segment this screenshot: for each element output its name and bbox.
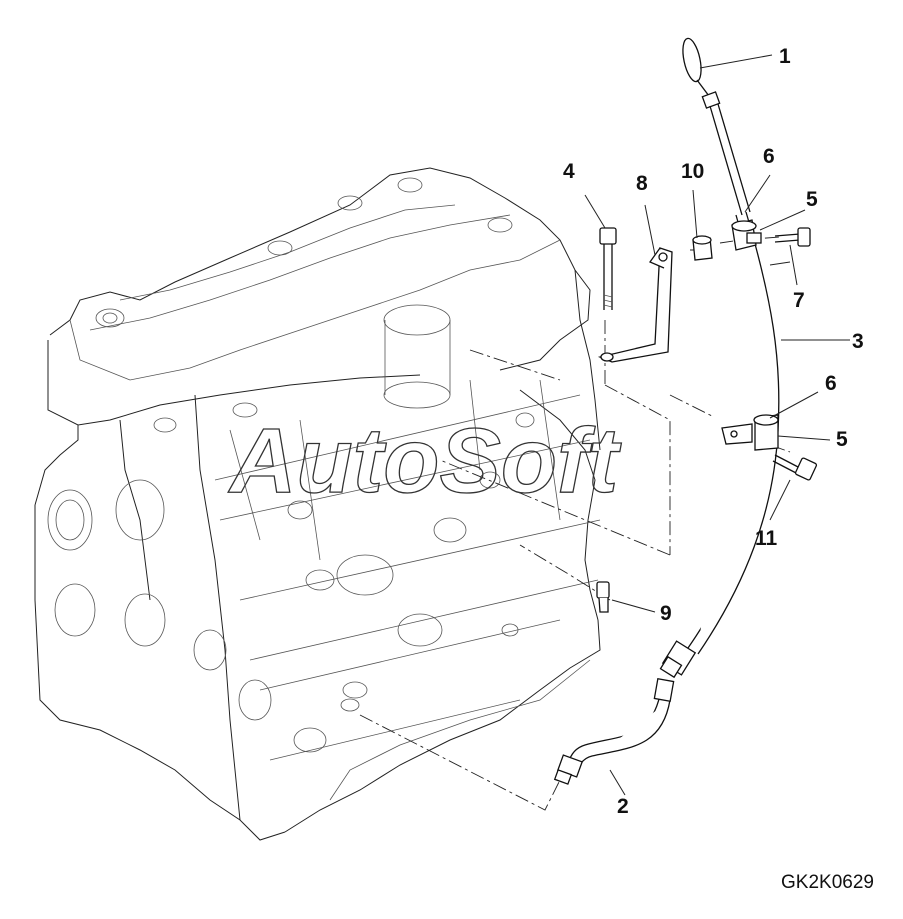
callout-10: 10 [681,160,704,183]
callout-labels: 1 6 10 8 4 5 7 3 6 5 11 9 2 [563,45,864,818]
callout-5-upper: 5 [806,188,818,211]
bolt-7 [774,227,811,247]
callout-1: 1 [779,45,791,68]
engine-block [34,167,601,841]
dipstick [682,37,751,216]
lower-tube-2 [553,678,675,785]
tube-clip-upper [731,219,762,251]
callout-2: 2 [617,795,629,818]
callout-8: 8 [636,172,648,195]
callout-5-lower: 5 [836,428,848,451]
callout-4: 4 [563,160,575,183]
leader-lines [584,54,850,796]
watermark-text: AutoSoft [228,410,622,512]
callout-6-upper: 6 [763,145,775,168]
figure-code: GK2K0629 [781,872,874,893]
plug-9 [596,581,610,613]
callout-7: 7 [793,289,805,312]
bracket-8 [597,247,673,363]
callout-11: 11 [755,527,778,550]
bolt-11 [772,454,818,481]
callout-6-lower: 6 [825,372,837,395]
callout-9: 9 [660,602,672,625]
spacer-10 [692,235,713,261]
callout-3: 3 [852,330,864,353]
bolt-4 [599,227,617,310]
tube-clip-lower [721,414,779,451]
